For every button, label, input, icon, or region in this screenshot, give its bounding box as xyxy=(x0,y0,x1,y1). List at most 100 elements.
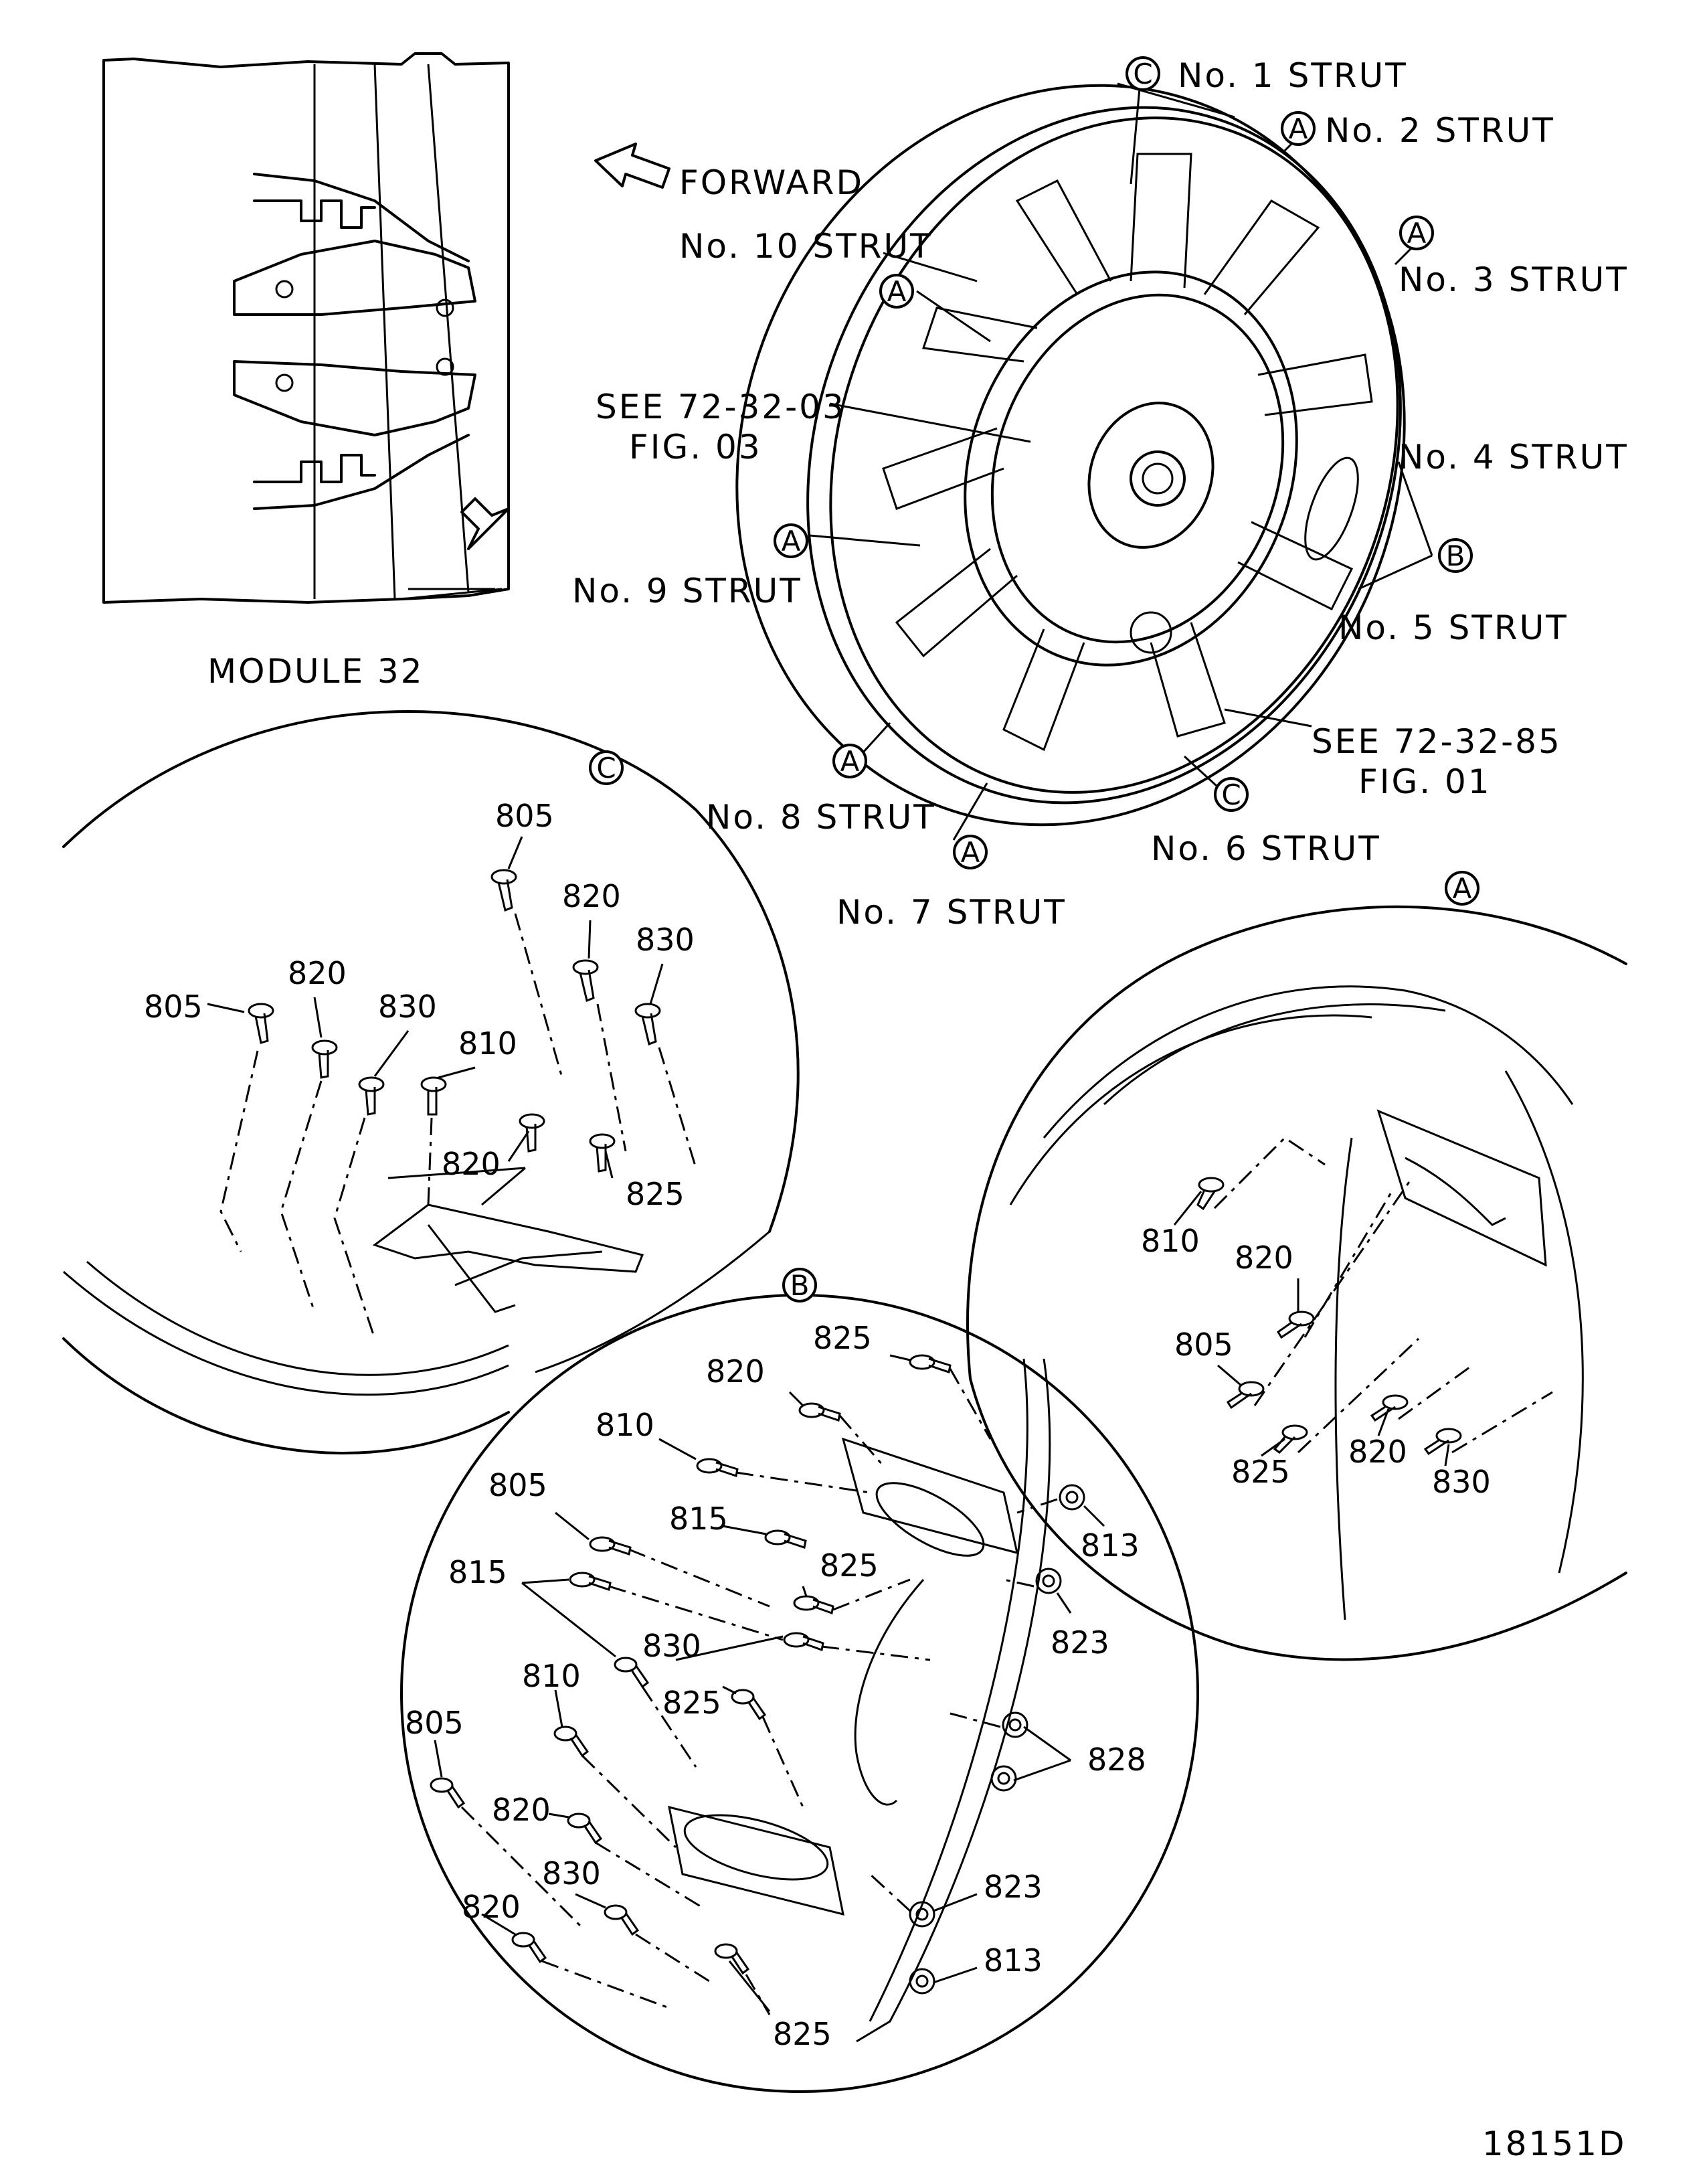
part-810-c: 810 xyxy=(458,1025,517,1062)
bolt-icon xyxy=(731,1689,767,1721)
part-820-b-mid: 820 xyxy=(492,1792,551,1828)
module-32-section-view xyxy=(102,52,510,604)
bolt-icon xyxy=(420,1076,447,1116)
callout-c-no6: C xyxy=(1221,778,1241,811)
callout-a-no8: A xyxy=(840,745,860,778)
bolt-icon xyxy=(909,1354,952,1373)
strut-frame-assembly xyxy=(735,84,1406,827)
bolt-icon xyxy=(430,1777,466,1809)
part-830-b-bottom: 830 xyxy=(542,1855,601,1892)
reference-2-line2: FIG. 01 xyxy=(1358,762,1492,801)
part-813-b-bottom: 813 xyxy=(984,1942,1043,1979)
part-820-b-top: 820 xyxy=(706,1353,765,1390)
callout-c-no1: C xyxy=(1133,58,1152,90)
part-825-c: 825 xyxy=(626,1176,685,1212)
strut-label-2: No. 2 STRUT xyxy=(1325,111,1555,150)
bolt-icon xyxy=(311,1039,338,1079)
detail-c-view xyxy=(62,710,800,1454)
part-805-c-left: 805 xyxy=(144,989,203,1025)
nuts-washers xyxy=(909,1484,1085,1995)
bolt-icon xyxy=(553,1726,590,1758)
callout-a-no7: A xyxy=(961,836,980,869)
strut-label-5: No. 5 STRUT xyxy=(1338,608,1568,647)
bolt-icon xyxy=(248,1003,274,1044)
part-820-c-bottom: 820 xyxy=(442,1146,501,1182)
bolt-icon xyxy=(1226,1381,1265,1410)
part-810-b-bottom: 810 xyxy=(522,1658,581,1694)
part-820-a-top: 820 xyxy=(1235,1240,1293,1276)
part-825-b-top: 825 xyxy=(813,1320,872,1356)
bolt-icon xyxy=(634,1003,661,1046)
part-828-b: 828 xyxy=(1087,1742,1146,1778)
nut-icon xyxy=(909,1901,935,1928)
reference-1-line2: FIG. 03 xyxy=(629,428,762,467)
reference-1-line1: SEE 72-32-03 xyxy=(596,388,846,426)
assembly-lines xyxy=(219,913,1553,2015)
module-label: MODULE 32 xyxy=(207,652,424,691)
bolt-icon xyxy=(1423,1428,1462,1456)
bolt-icon xyxy=(793,1595,834,1614)
part-830-c-top: 830 xyxy=(636,922,695,958)
nut-icon xyxy=(1059,1484,1085,1511)
bolt-icon xyxy=(572,959,599,1003)
part-820-b-bottom: 820 xyxy=(462,1889,521,1925)
bolt-icon xyxy=(1276,1311,1315,1339)
bolt-icon xyxy=(764,1529,807,1549)
part-805-a: 805 xyxy=(1174,1327,1233,1363)
bolt-icon xyxy=(358,1076,385,1116)
part-815-b-right: 815 xyxy=(669,1501,728,1537)
strut-label-4: No. 4 STRUT xyxy=(1399,438,1629,477)
bolt-icon xyxy=(696,1458,739,1477)
part-823-b-top: 823 xyxy=(1051,1624,1109,1661)
part-813-b-top: 813 xyxy=(1081,1527,1140,1564)
nut-icon xyxy=(990,1765,1017,1792)
bolt-icon xyxy=(783,1632,824,1651)
bolt-icon xyxy=(798,1402,841,1422)
fastener-bolts xyxy=(248,869,1462,1975)
detail-a-marker: A xyxy=(1453,872,1472,905)
strut-label-10: No. 10 STRUT xyxy=(679,227,933,266)
strut-label-6: No. 6 STRUT xyxy=(1151,829,1381,868)
bolt-icon xyxy=(589,1133,616,1173)
part-825-b-center: 825 xyxy=(662,1685,721,1721)
bolt-icon xyxy=(604,1904,640,1936)
detail-a-view xyxy=(966,871,1627,1661)
part-leader-lines xyxy=(207,836,1450,2012)
bolt-icon xyxy=(1370,1394,1409,1422)
detail-b-marker: B xyxy=(790,1269,810,1302)
detail-b-view xyxy=(400,1268,1199,2093)
part-825-b-bottom: 825 xyxy=(773,2016,832,2052)
strut-label-3: No. 3 STRUT xyxy=(1399,260,1629,299)
part-820-a-bottom: 820 xyxy=(1348,1434,1407,1470)
bolt-icon xyxy=(569,1572,612,1591)
part-825-b-mid: 825 xyxy=(820,1547,879,1584)
part-815-b-left: 815 xyxy=(448,1554,507,1590)
reference-2-line1: SEE 72-32-85 xyxy=(1312,722,1562,761)
bolt-icon xyxy=(714,1943,750,1975)
callout-b-no4: B xyxy=(1446,539,1465,572)
bolt-icon xyxy=(614,1657,650,1689)
part-810-b-top: 810 xyxy=(596,1407,654,1443)
detail-c-marker: C xyxy=(596,752,616,784)
forward-label: FORWARD xyxy=(679,163,864,202)
bolt-icon xyxy=(1196,1177,1225,1211)
bolt-icon xyxy=(567,1813,603,1845)
callout-a-no10: A xyxy=(887,275,907,308)
bolt-icon xyxy=(511,1932,547,1964)
part-805-c-top: 805 xyxy=(495,798,554,834)
bolt-icon xyxy=(519,1113,545,1153)
part-830-b-top: 830 xyxy=(642,1628,701,1664)
nut-icon xyxy=(1035,1568,1062,1594)
part-805-b-bottom: 805 xyxy=(405,1705,464,1741)
bolt-icon xyxy=(589,1536,632,1556)
figure-number: 18151D xyxy=(1482,2124,1627,2163)
strut-callouts xyxy=(774,56,1473,869)
part-823-b-bottom: 823 xyxy=(984,1869,1043,1905)
callout-a-no3: A xyxy=(1407,217,1427,250)
callout-a-no2: A xyxy=(1289,112,1308,145)
part-830-c-left: 830 xyxy=(378,989,437,1025)
nut-icon xyxy=(909,1968,935,1995)
part-825-a: 825 xyxy=(1231,1454,1290,1490)
part-830-a: 830 xyxy=(1432,1464,1491,1500)
